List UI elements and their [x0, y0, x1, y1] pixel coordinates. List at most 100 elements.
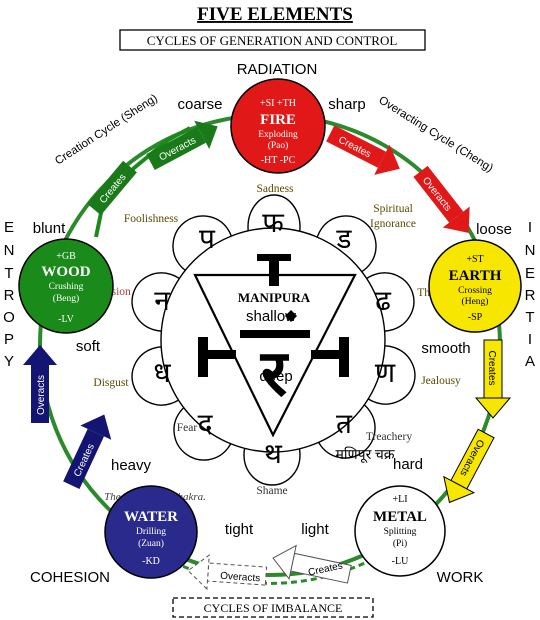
quality-blunt: blunt — [33, 220, 66, 237]
svg-text:T: T — [4, 265, 13, 282]
wood-line1: Crushing — [49, 282, 84, 292]
metal-meridians-bottom: -LU — [392, 556, 409, 567]
fire-meridians-top: +SI +TH — [260, 98, 296, 109]
arrow-label-overacts: Overacts — [36, 375, 47, 415]
petal-letter: फ — [262, 208, 285, 239]
fire-meridians-bottom: -HT -PC — [261, 155, 296, 166]
quality-shallow: shallow — [246, 308, 296, 325]
metal-line1: Splitting — [384, 527, 417, 537]
svg-text:P: P — [4, 331, 14, 348]
svg-text:R: R — [525, 287, 536, 304]
imbalance-ring-dashed — [158, 556, 382, 592]
fire-line2: (Pao) — [268, 140, 289, 151]
earth-meridians-top: +ST — [466, 254, 483, 265]
wood-line2: (Beng) — [53, 293, 79, 304]
wood-meridians-bottom: -LV — [58, 314, 75, 325]
diamond-icon — [285, 310, 297, 322]
petal-letter: ध — [153, 358, 171, 389]
svg-text:T: T — [525, 309, 534, 326]
quality-soft: soft — [76, 338, 101, 355]
emotion-jealousy: Jealousy — [421, 375, 461, 387]
earth-name: EARTH — [449, 268, 502, 284]
element-fire: +SI +TH FIRE Exploding (Pao) -HT -PC — [230, 78, 326, 174]
quality-loose: loose — [476, 221, 512, 238]
petal-letter: त — [336, 409, 353, 440]
arrow-label-creates: Creates — [486, 350, 497, 385]
petal-letter: ढ — [375, 286, 392, 317]
fire-line1: Exploding — [258, 130, 298, 140]
water-name: WATER — [124, 509, 178, 525]
wood-meridians-top: +GB — [56, 251, 76, 262]
svg-text:N: N — [4, 242, 15, 259]
side-label-bottom-right: WORK — [437, 569, 484, 586]
side-label-top: RADIATION — [237, 61, 318, 78]
element-water: WATER Drilling (Zuan) -KD — [104, 485, 198, 579]
quality-coarse: coarse — [177, 96, 222, 113]
creation-arrow-water-wood: Overacts Creates — [23, 345, 112, 489]
svg-text:Y: Y — [4, 353, 14, 370]
footer-label: CYCLES OF IMBALANCE — [204, 601, 343, 615]
emotion-labels: Sadness Foolishness Spiritual Ignorance … — [89, 183, 461, 497]
creation-arrow-earth-metal: Creates Overacts — [443, 339, 512, 504]
svg-text:N: N — [525, 242, 536, 259]
emotion-disgust: Disgust — [93, 377, 129, 389]
svg-text:E: E — [525, 265, 535, 282]
side-label-bottom-left: COHESION — [30, 569, 110, 586]
quality-tight: tight — [225, 521, 254, 538]
petal-letter: न — [154, 286, 170, 317]
quality-light: light — [301, 521, 329, 538]
petal-letters: ड ढ ण त थ द ध न प फ — [153, 208, 395, 470]
emotion-sadness: Sadness — [256, 183, 294, 195]
water-line1: Drilling — [136, 527, 166, 537]
element-earth: +ST EARTH Crossing (Heng) -SP — [428, 239, 522, 333]
petal-letter: द — [198, 409, 214, 440]
subtitle: CYCLES OF GENERATION AND CONTROL — [147, 33, 398, 48]
quality-hard: hard — [393, 456, 423, 473]
water-line2: (Zuan) — [138, 538, 164, 549]
creation-arrow-metal-water: Creates Overacts — [187, 544, 352, 591]
svg-text:R: R — [4, 287, 15, 304]
arrow-label-overacts: Overacts — [220, 571, 261, 585]
chakra-name: MANIPURA — [238, 290, 311, 305]
petal-letter: ण — [375, 358, 396, 389]
creation-cycle-label: Creation Cycle (Sheng) — [53, 92, 160, 167]
emotion-spiritual: Spiritual — [373, 203, 413, 215]
earth-line2: (Heng) — [462, 296, 489, 307]
emotion-treachery: Treachery — [366, 431, 412, 443]
quality-heavy: heavy — [111, 457, 152, 474]
metal-name: METAL — [373, 509, 427, 525]
quality-sharp: sharp — [328, 96, 366, 113]
chakra-center-glyph — [198, 254, 349, 377]
manipura-lotus — [131, 194, 416, 486]
svg-text:O: O — [3, 309, 15, 326]
quality-labels: coarse sharp blunt loose soft smooth hea… — [33, 96, 512, 538]
emotion-shame: Shame — [256, 485, 287, 497]
quality-deep: deep — [259, 368, 292, 385]
emotion-ignorance: Ignorance — [370, 218, 416, 230]
svg-text:I: I — [528, 219, 532, 236]
chakra-native-name: मणिपूर चक्र — [336, 446, 395, 463]
petal-letter: ड — [336, 224, 353, 255]
element-metal: +LI METAL Splitting (Pi) -LU — [354, 485, 446, 577]
quality-smooth: smooth — [421, 340, 470, 357]
svg-text:E: E — [4, 219, 14, 236]
wood-name: WOOD — [41, 264, 90, 280]
petal-letter: प — [199, 224, 216, 255]
svg-text:A: A — [525, 353, 535, 370]
water-meridians-bottom: -KD — [142, 556, 160, 567]
emotion-foolishness: Foolishness — [124, 213, 179, 225]
chakra-center-letter: र — [260, 338, 290, 409]
emotion-fear: Fear — [177, 422, 198, 434]
metal-meridians-top: +LI — [392, 494, 407, 505]
footer-box — [172, 597, 374, 618]
petal-letter: थ — [264, 439, 283, 470]
subtitle-box — [119, 29, 426, 51]
page-title: FIVE ELEMENTS — [197, 4, 353, 25]
earth-line1: Crossing — [458, 286, 492, 296]
fire-name: FIRE — [260, 112, 296, 128]
metal-line2: (Pi) — [393, 538, 407, 549]
svg-text:I: I — [528, 331, 532, 348]
